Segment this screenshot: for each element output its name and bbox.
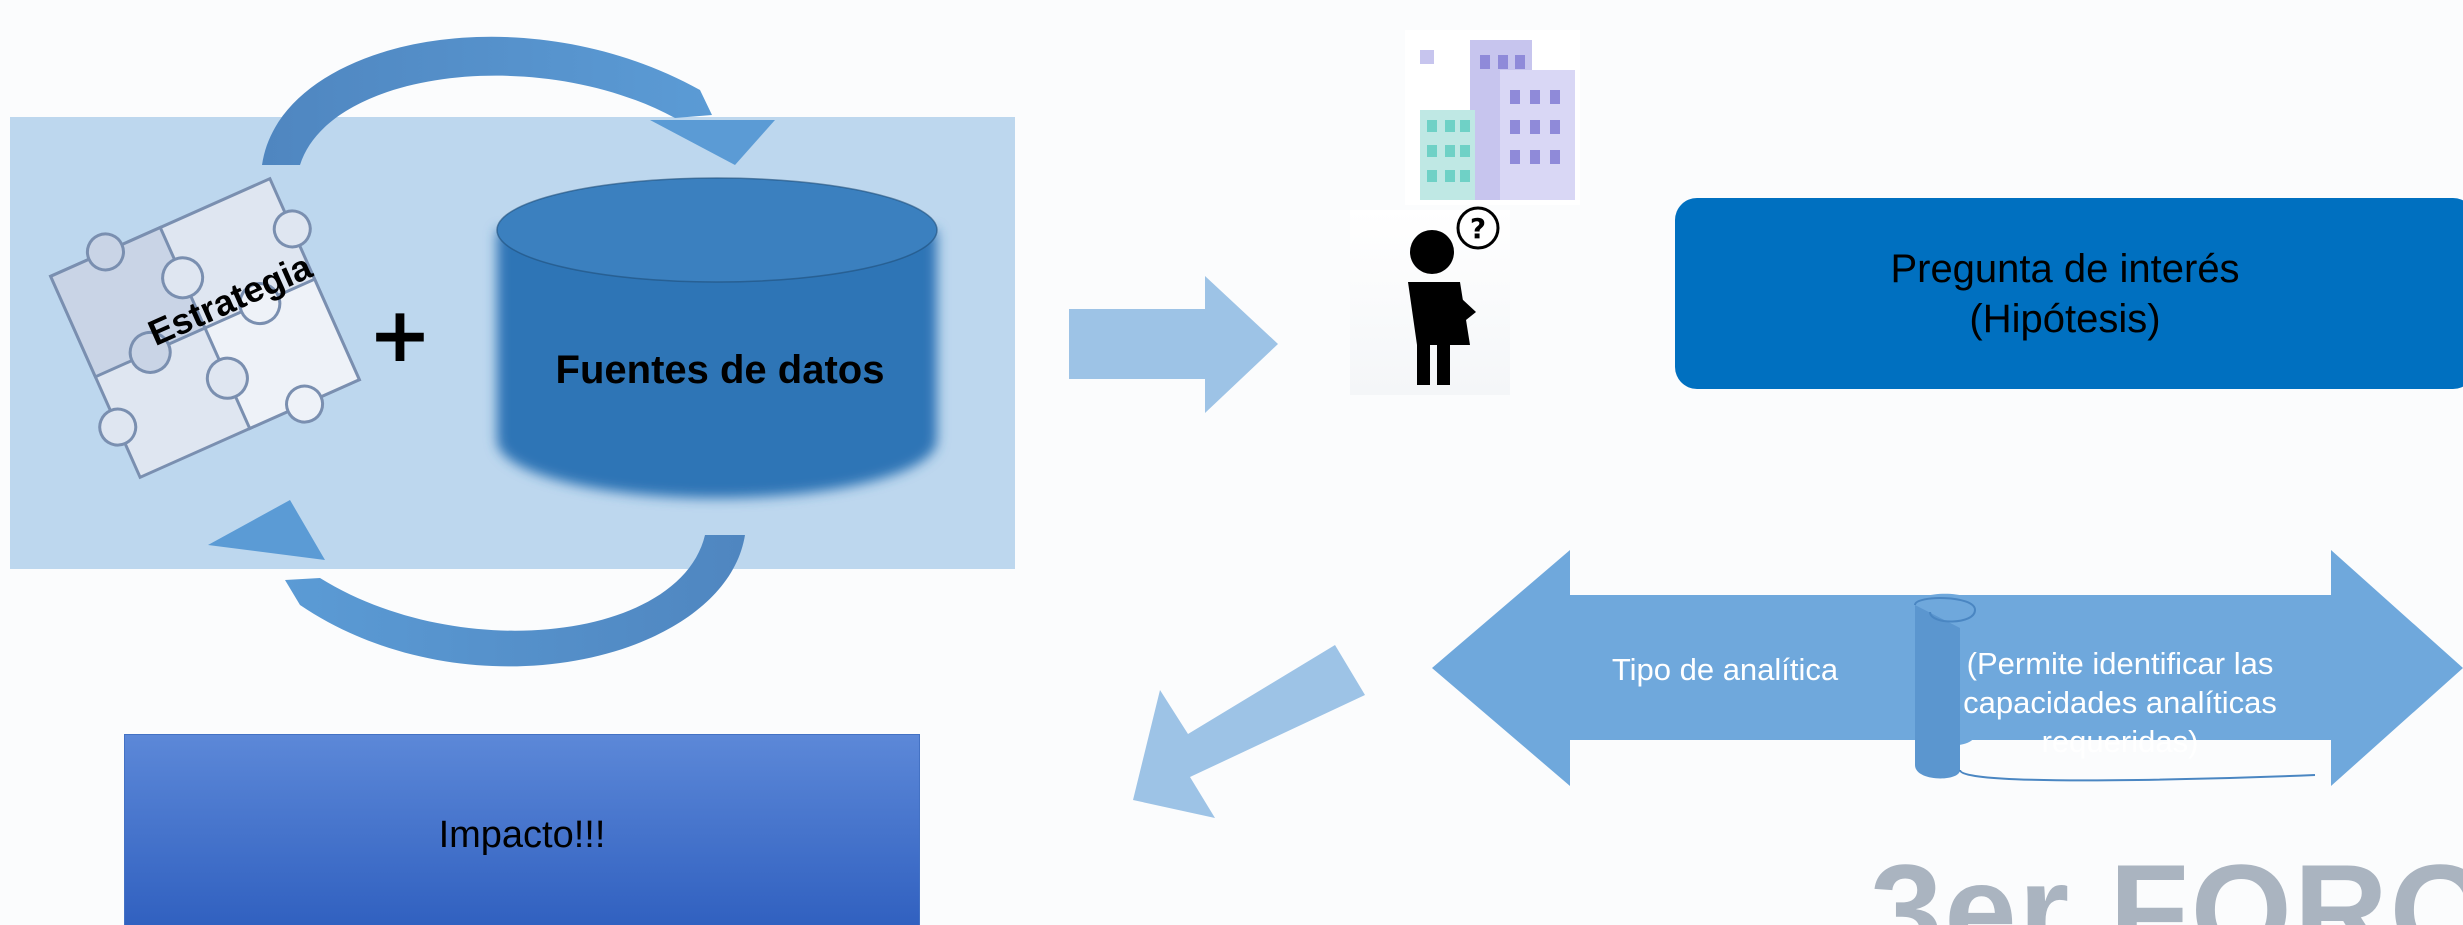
analytics-scroll bbox=[1914, 593, 2316, 782]
cycle-arrow-bottom bbox=[208, 500, 745, 667]
impact-box: Impacto!!! bbox=[124, 734, 920, 925]
question-line-1: Pregunta de interés bbox=[1890, 246, 2240, 291]
question-mark-icon: ? bbox=[1470, 212, 1486, 245]
cycle-arrow-top bbox=[262, 36, 775, 165]
thinking-person-icon bbox=[1350, 206, 1510, 395]
forum-logo: 3er FORO bbox=[1870, 837, 2463, 925]
flow-arrow-down-left bbox=[1133, 645, 1365, 818]
database-cylinder bbox=[496, 177, 938, 498]
plus-sign: + bbox=[368, 290, 432, 379]
analytics-arrow-label: Tipo de analítica bbox=[1611, 652, 1839, 687]
database-label: Fuentes de datos bbox=[555, 348, 885, 392]
question-line-2: (Hipótesis) bbox=[1969, 296, 2161, 341]
question-box: Pregunta de interés (Hipótesis) bbox=[1675, 198, 2463, 389]
analytics-scroll-text: (Permite identificar las capacidades ana… bbox=[1963, 646, 2277, 759]
puzzle-icon bbox=[48, 176, 362, 480]
flow-arrow-right bbox=[1069, 276, 1278, 413]
building-icon bbox=[1405, 30, 1580, 205]
